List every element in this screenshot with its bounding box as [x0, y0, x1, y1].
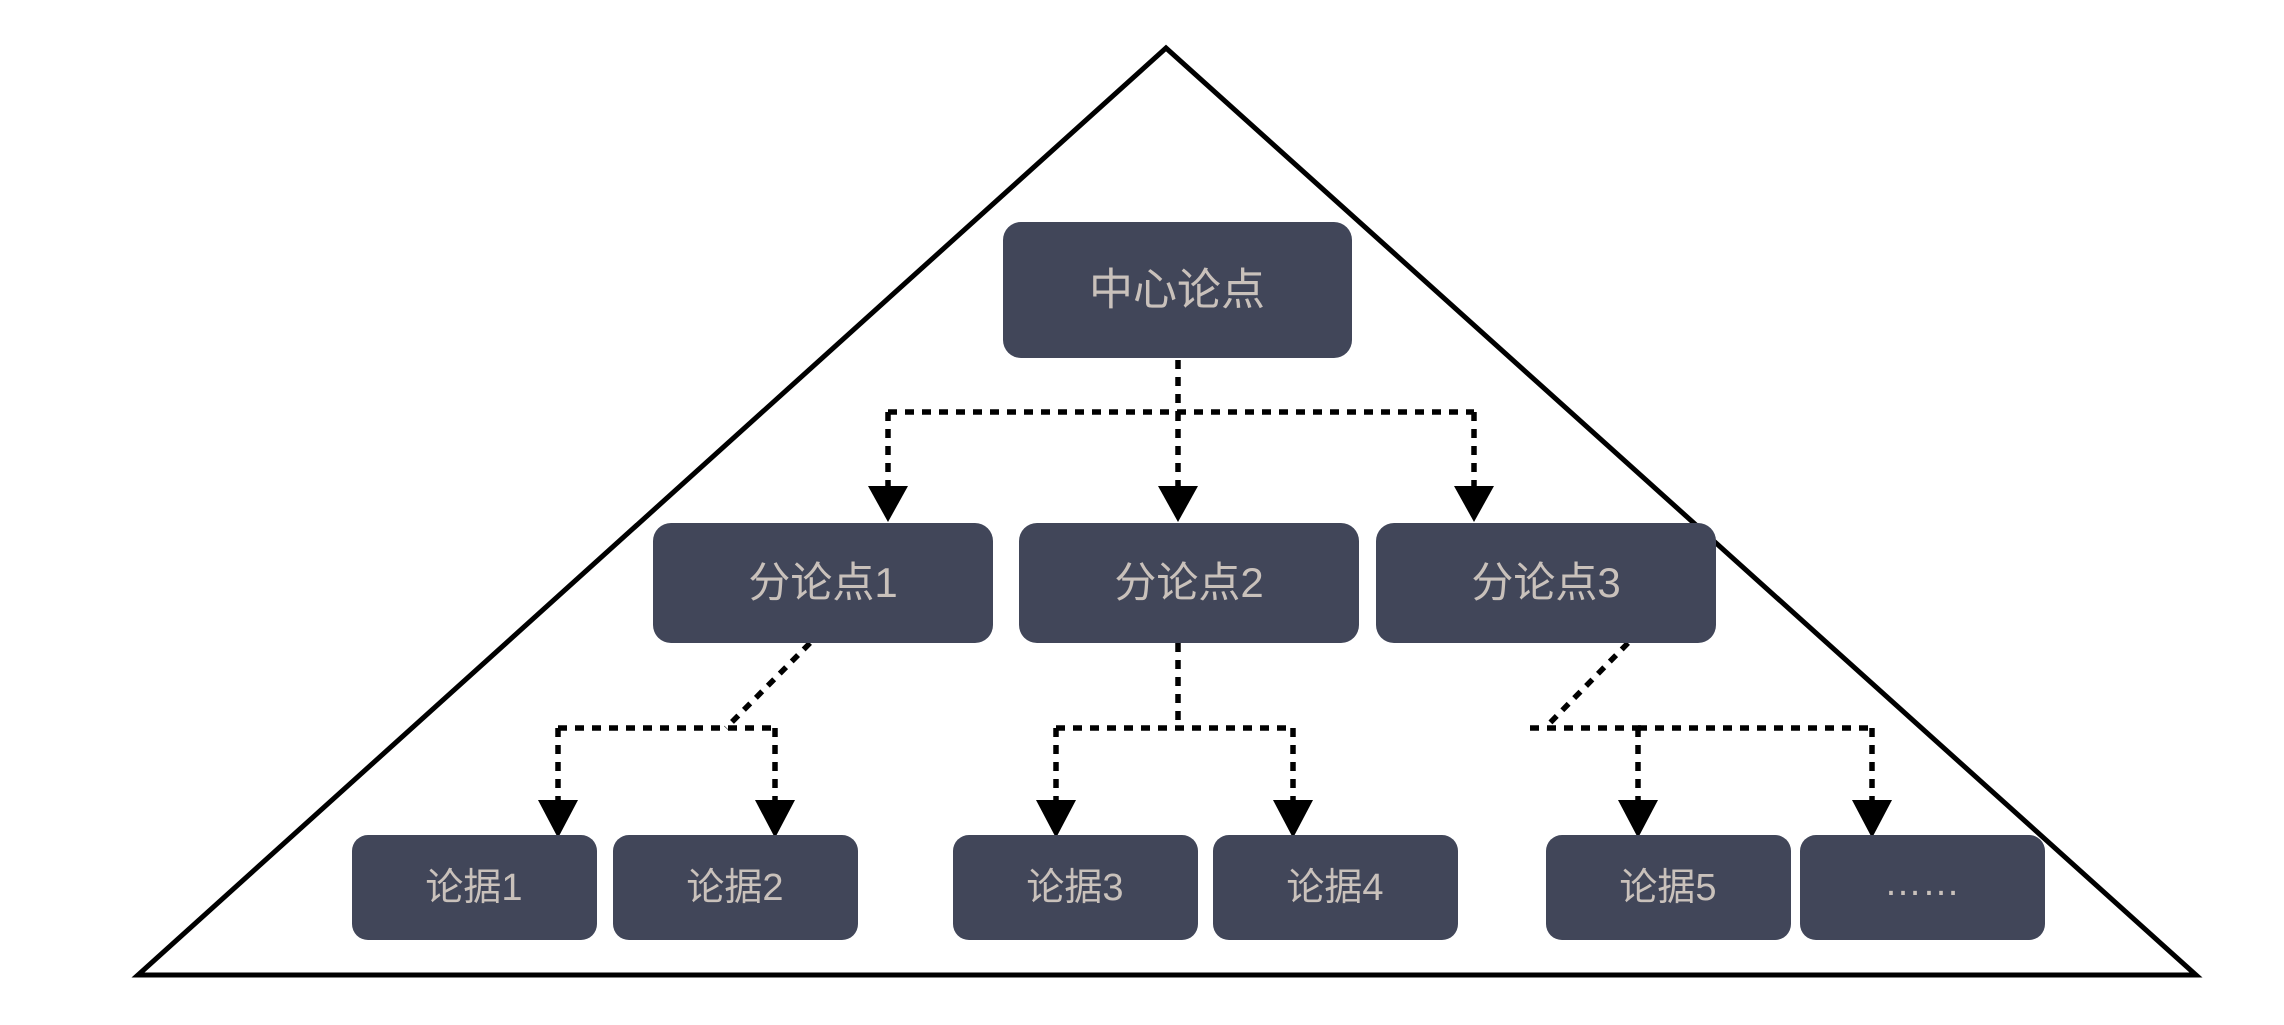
- node-evidence-5[interactable]: 论据5: [1546, 835, 1791, 940]
- node-evidence-1[interactable]: 论据1: [352, 835, 597, 940]
- arrowhead-ev4: [1273, 800, 1313, 838]
- node-sub-claim-3-label: 分论点3: [1471, 559, 1620, 606]
- node-sub-claim-2-box[interactable]: [1019, 523, 1359, 643]
- node-evidence-1-label: 论据1: [425, 867, 522, 909]
- node-evidence-more-label: ……: [1884, 862, 1960, 904]
- node-central-claim-box[interactable]: [1003, 222, 1352, 358]
- pyramid-triangle-outline: [131, 44, 2203, 978]
- node-sub-claim-3-box[interactable]: [1376, 523, 1716, 643]
- arrowhead-sub3: [1454, 486, 1494, 522]
- arrowhead-ev2: [755, 800, 795, 838]
- arrowhead-sub1: [868, 486, 908, 522]
- node-evidence-more[interactable]: ……: [1800, 835, 2045, 940]
- node-evidence-2-box[interactable]: [613, 835, 858, 940]
- node-evidence-4[interactable]: 论据4: [1213, 835, 1458, 940]
- node-evidence-2[interactable]: 论据2: [613, 835, 858, 940]
- node-sub-claim-1[interactable]: 分论点1: [653, 523, 993, 643]
- node-evidence-3-label: 论据3: [1026, 867, 1123, 909]
- node-sub-claim-1-label: 分论点1: [748, 559, 897, 606]
- node-evidence-4-label: 论据4: [1286, 867, 1383, 909]
- node-evidence-5-label: 论据5: [1619, 867, 1716, 909]
- node-central-claim-label: 中心论点: [1089, 266, 1265, 315]
- node-evidence-5-box[interactable]: [1546, 835, 1791, 940]
- node-evidence-2-label: 论据2: [686, 867, 783, 909]
- arrowhead-sub2: [1158, 486, 1198, 522]
- node-sub-claim-1-box[interactable]: [653, 523, 993, 643]
- node-evidence-4-box[interactable]: [1213, 835, 1458, 940]
- arrowhead-ev3: [1036, 800, 1076, 838]
- arrowhead-ev6: [1852, 800, 1892, 838]
- node-sub-claim-3[interactable]: 分论点3: [1376, 523, 1716, 643]
- node-evidence-1-box[interactable]: [352, 835, 597, 940]
- node-sub-claim-2[interactable]: 分论点2: [1019, 523, 1359, 643]
- edge-sub3-diagonal: [1543, 641, 1630, 730]
- node-evidence-3[interactable]: 论据3: [953, 835, 1198, 940]
- arrowhead-ev1: [538, 800, 578, 838]
- node-central-claim[interactable]: 中心论点: [1003, 222, 1352, 358]
- node-evidence-more-box[interactable]: [1800, 835, 2045, 940]
- node-evidence-3-box[interactable]: [953, 835, 1198, 940]
- arrowhead-ev5: [1618, 800, 1658, 838]
- node-sub-claim-2-label: 分论点2: [1114, 559, 1263, 606]
- edge-sub1-diagonal: [724, 641, 812, 730]
